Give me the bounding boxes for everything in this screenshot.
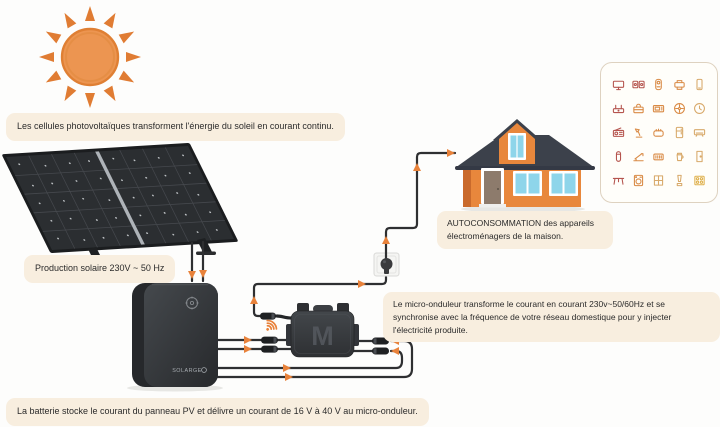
appliance-icon-microwave — [652, 101, 666, 115]
appliance-icon-stove — [693, 174, 707, 188]
sun-illustration — [39, 6, 141, 108]
appliance-icon-smartphone — [693, 77, 707, 91]
appliance-icon-thermos — [611, 150, 625, 164]
appliance-icon-wall-sockets — [632, 77, 646, 91]
appliance-icon-radio — [611, 125, 625, 139]
solar-panel-illustration — [2, 143, 238, 264]
wifi-icon — [266, 319, 278, 331]
appliance-icon-printer — [672, 77, 686, 91]
appliance-icon-toolbox — [632, 101, 646, 115]
appliance-icon-treadmill — [632, 150, 646, 164]
micro-inverter-illustration: M — [275, 303, 359, 358]
note-autoconsommation: AUTOCONSOMMATION des appareils électromé… — [437, 211, 613, 249]
appliance-icon-kettle — [672, 150, 686, 164]
appliance-grid — [600, 62, 718, 203]
battery-brand-label: SOLARGE — [172, 368, 202, 374]
wall-outlet-illustration — [373, 151, 457, 277]
appliance-icon-cabinet — [652, 174, 666, 188]
note-micro-onduleur: Le micro-onduleur transforme le courant … — [383, 292, 720, 343]
appliance-icon-desk-lamp — [632, 125, 646, 139]
appliance-icon-fridge — [672, 125, 686, 139]
house-illustration — [455, 119, 595, 213]
appliance-icon-washing-machine — [632, 174, 646, 188]
appliance-icon-air-conditioner — [693, 125, 707, 139]
appliance-icon-toaster — [652, 125, 666, 139]
appliance-icon-wifi-router — [611, 101, 625, 115]
note-batterie: La batterie stocke le courant du panneau… — [6, 398, 429, 426]
inverter-marking: M — [311, 321, 334, 351]
appliance-icon-water-heater — [652, 77, 666, 91]
appliance-icon-fan — [672, 101, 686, 115]
appliance-icon-door — [693, 150, 707, 164]
note-pv-cells: Les cellules photovoltaïques transformen… — [6, 113, 345, 141]
appliance-icon-blender — [672, 174, 686, 188]
appliance-icon-tv — [611, 77, 625, 91]
appliance-icon-table — [611, 174, 625, 188]
appliance-icon-heater — [652, 150, 666, 164]
note-solar-production: Production solaire 230V ~ 50 Hz — [24, 255, 176, 283]
appliance-icon-wall-clock — [693, 101, 707, 115]
battery-illustration: SOLARGE — [127, 283, 223, 392]
